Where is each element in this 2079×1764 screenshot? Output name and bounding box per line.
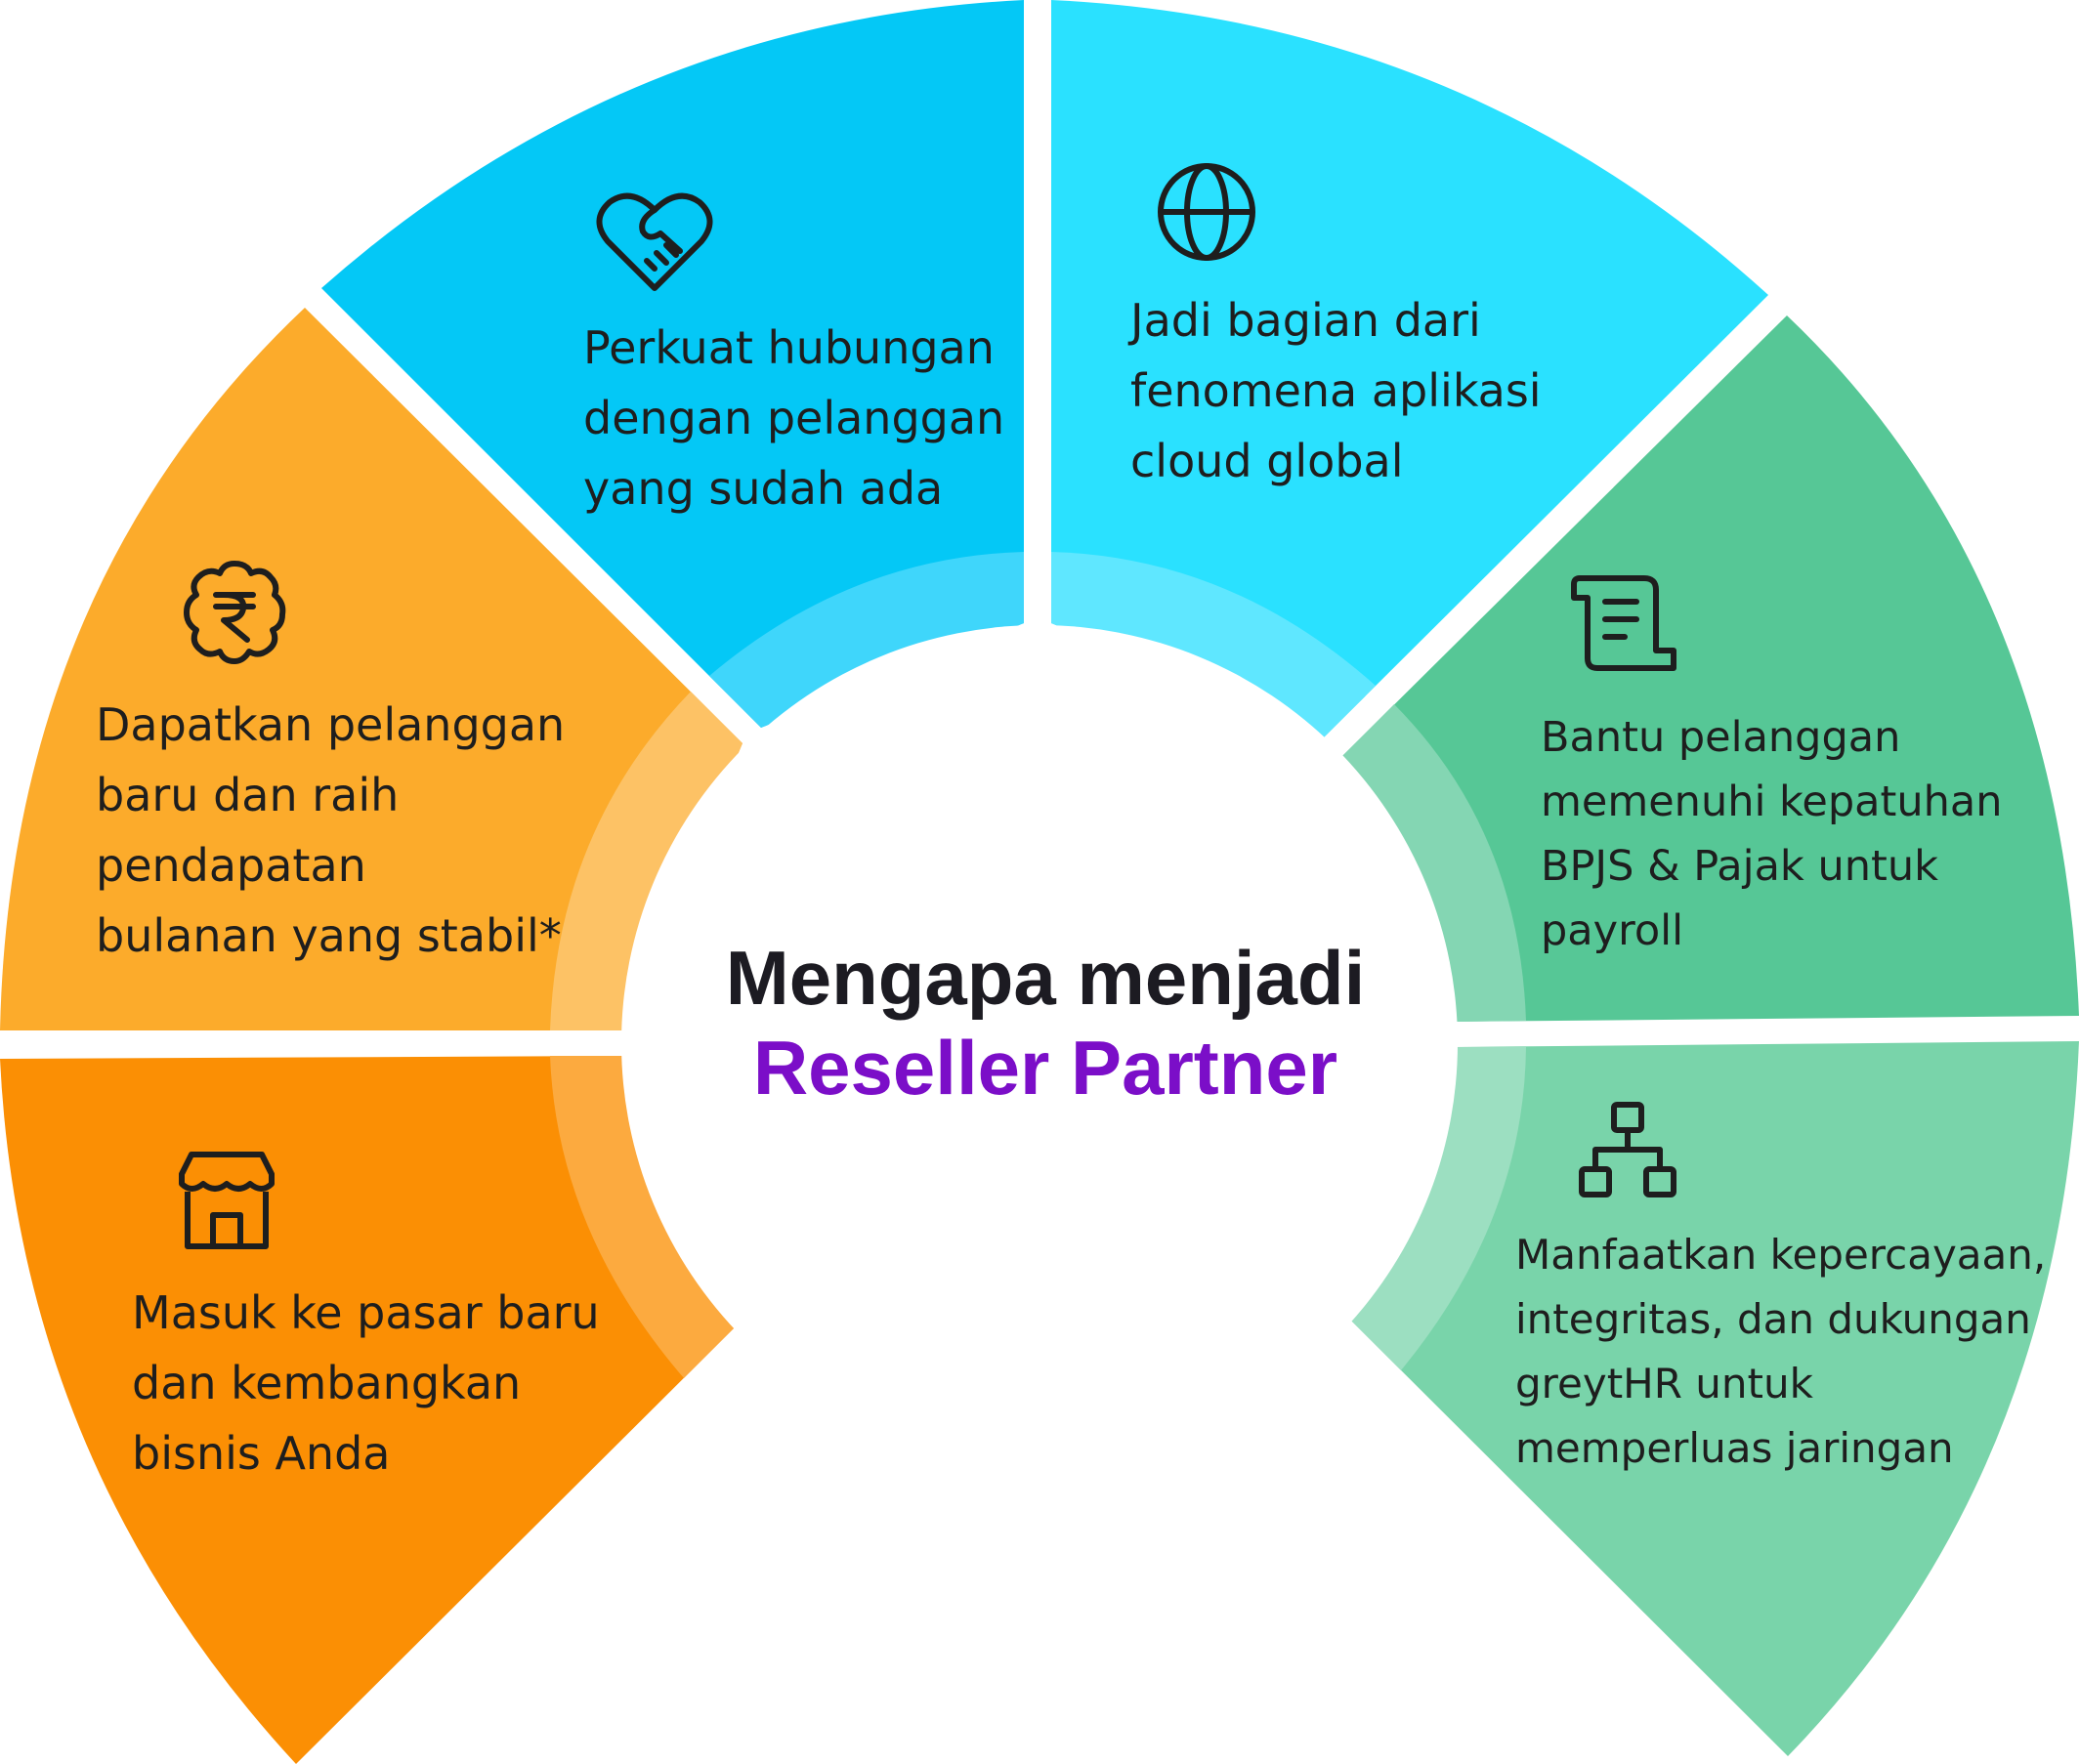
segment-line: payroll [1541, 906, 1684, 955]
rupee-badge-icon [181, 560, 288, 665]
segment-line: Masuk ke pasar baru [132, 1286, 600, 1339]
segment-pasar [0, 1056, 736, 1764]
title-line-1: Mengapa menjadi [725, 935, 1366, 1021]
segment-line: memenuhi kepatuhan [1541, 777, 2003, 826]
segment-perkuat [321, 0, 1024, 728]
segment-text-pendapatan: Dapatkan pelanggan baru dan raih pendapa… [96, 690, 565, 971]
segment-line: dengan pelanggan [583, 392, 1005, 444]
inner-band-pendapatan [550, 692, 742, 1030]
center-hub [621, 625, 1458, 1461]
storefront-icon [178, 1151, 276, 1250]
segment-line: Dapatkan pelanggan [96, 698, 566, 751]
segment-line: cloud global [1130, 435, 1404, 487]
segment-line: Jadi bagian dari [1130, 294, 1481, 347]
segment-line: bulanan yang stabil* [96, 909, 562, 962]
inner-band-pasar [550, 1056, 736, 1378]
segment-line: Perkuat hubungan [583, 321, 995, 374]
inner-band-bpjs [1342, 704, 1526, 1022]
segment-text-perkuat: Perkuat hubungan dengan pelanggan yang s… [583, 313, 1004, 524]
segment-line: fenomena aplikasi [1130, 364, 1542, 417]
globe-icon [1156, 161, 1257, 263]
scroll-document-icon [1568, 574, 1680, 672]
network-hierarchy-icon [1578, 1101, 1677, 1198]
segment-line: memperluas jaringan [1515, 1424, 1954, 1472]
segment-line: pendapatan [96, 839, 366, 892]
segment-global [1051, 0, 1768, 737]
segment-bpjs [1342, 315, 2079, 1022]
inner-band-jaringan [1349, 1047, 1526, 1370]
segment-line: BPJS & Pajak untuk [1541, 842, 1939, 891]
segment-line: baru dan raih [96, 769, 400, 821]
segment-line: greytHR untuk [1515, 1360, 1813, 1407]
segment-line: bisnis Anda [132, 1427, 391, 1480]
segment-line: integritas, dan dukungan [1515, 1295, 2031, 1343]
segment-text-pasar: Masuk ke pasar baru dan kembangkan bisni… [132, 1278, 600, 1489]
segment-line: dan kembangkan [132, 1357, 522, 1409]
center-title: Mengapa menjadi Reseller Partner [664, 933, 1426, 1113]
segment-jaringan [1349, 1041, 2079, 1756]
title-line-2: Reseller Partner [752, 1025, 1338, 1111]
handshake-heart-icon [596, 190, 713, 293]
inner-band-perkuat [709, 552, 1024, 728]
segment-line: Bantu pelanggan [1541, 713, 1901, 762]
segment-text-bpjs: Bantu pelanggan memenuhi kepatuhan BPJS … [1541, 705, 2003, 963]
segment-text-global: Jadi bagian dari fenomena aplikasi cloud… [1130, 285, 1542, 496]
segment-pendapatan [0, 308, 742, 1030]
segment-text-jaringan: Manfaatkan kepercayaan, integritas, dan … [1515, 1223, 2046, 1481]
segment-line: yang sudah ada [583, 462, 944, 515]
inner-band-global [1051, 552, 1376, 737]
segment-line: Manfaatkan kepercayaan, [1515, 1231, 2047, 1279]
